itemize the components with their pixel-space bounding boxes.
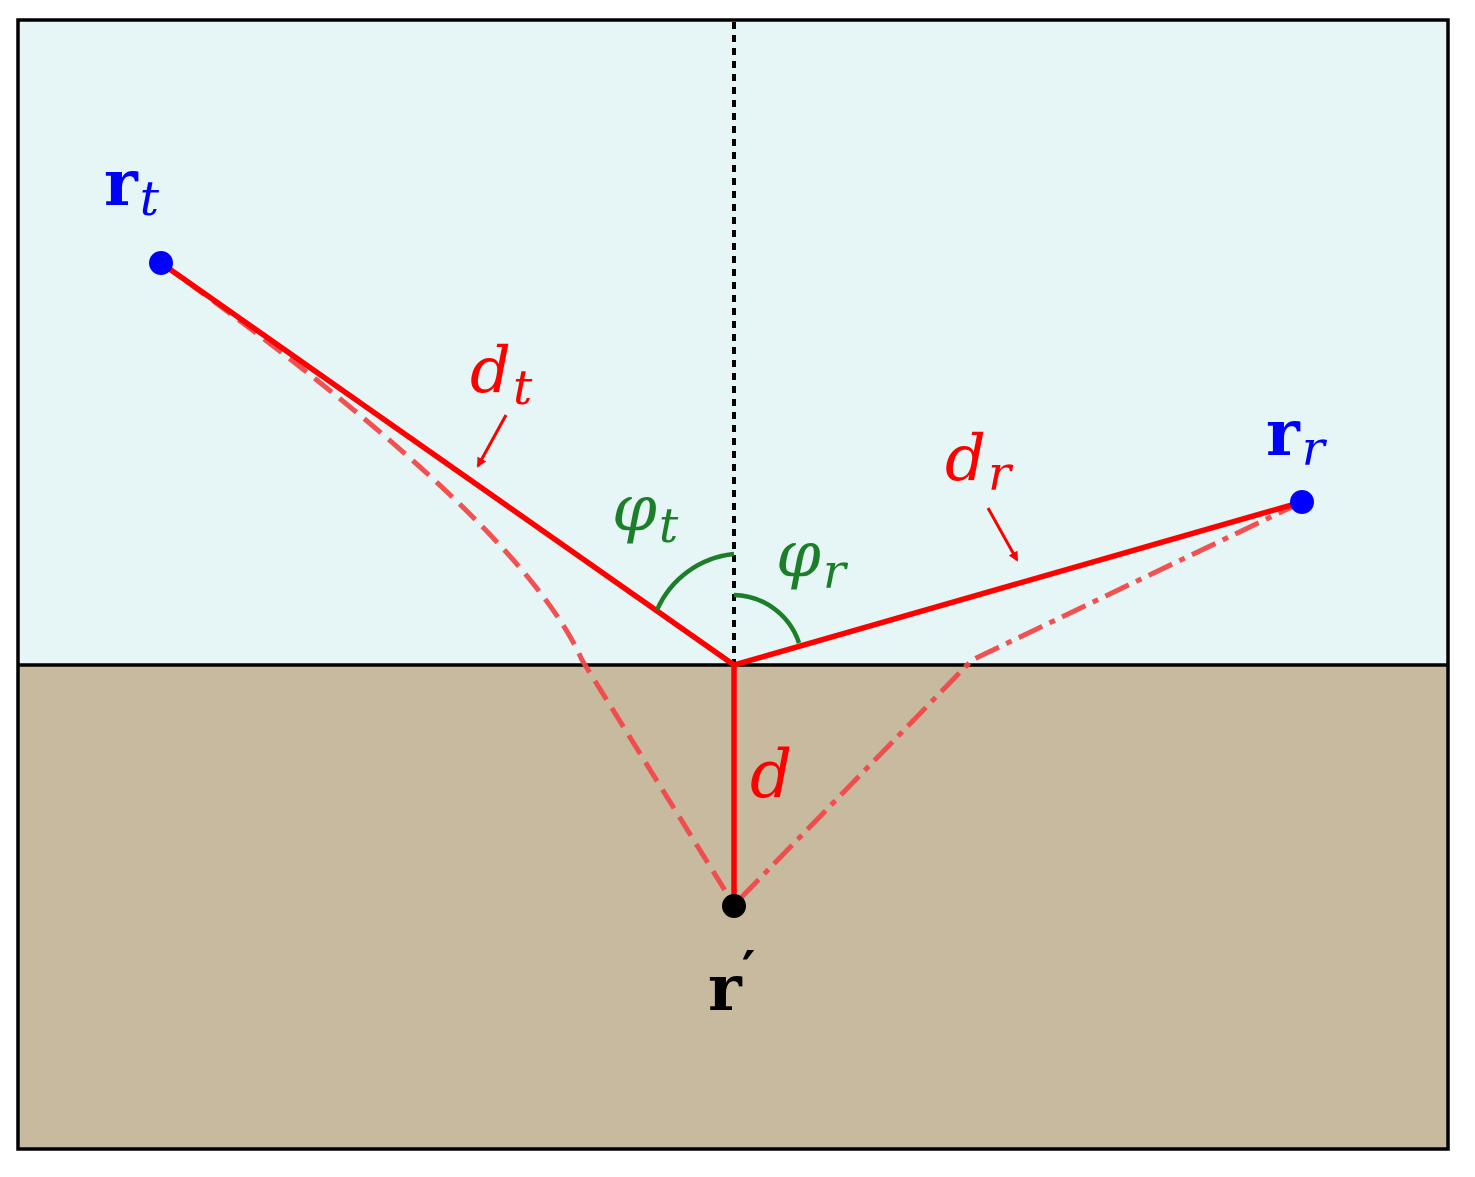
receiver-point-icon (1290, 490, 1314, 514)
label-angle-t: φt (612, 472, 679, 554)
scatterer-point-icon (722, 894, 746, 918)
ray-transmitter-to-surface (159, 260, 736, 668)
label-scatterer: r′ (708, 940, 755, 1026)
refracted-path-receiver (732, 499, 1304, 907)
label-transmitter: rt (104, 146, 160, 227)
label-distance-t: dt (470, 334, 533, 416)
label-angle-r: φr (776, 518, 849, 600)
ray-surface-to-receiver (733, 499, 1303, 668)
arrow-down-right-icon (986, 507, 1019, 562)
angle-arc-t (654, 551, 735, 611)
arrow-down-left-icon (476, 414, 508, 468)
refracted-path-transmitter (159, 260, 737, 907)
angle-arc-r (733, 592, 802, 644)
label-depth: d (750, 736, 792, 813)
transmitter-point-icon (149, 251, 173, 275)
diagram-frame (16, 18, 1450, 1151)
label-receiver: rr (1266, 396, 1328, 477)
label-distance-r: dr (945, 422, 1014, 502)
